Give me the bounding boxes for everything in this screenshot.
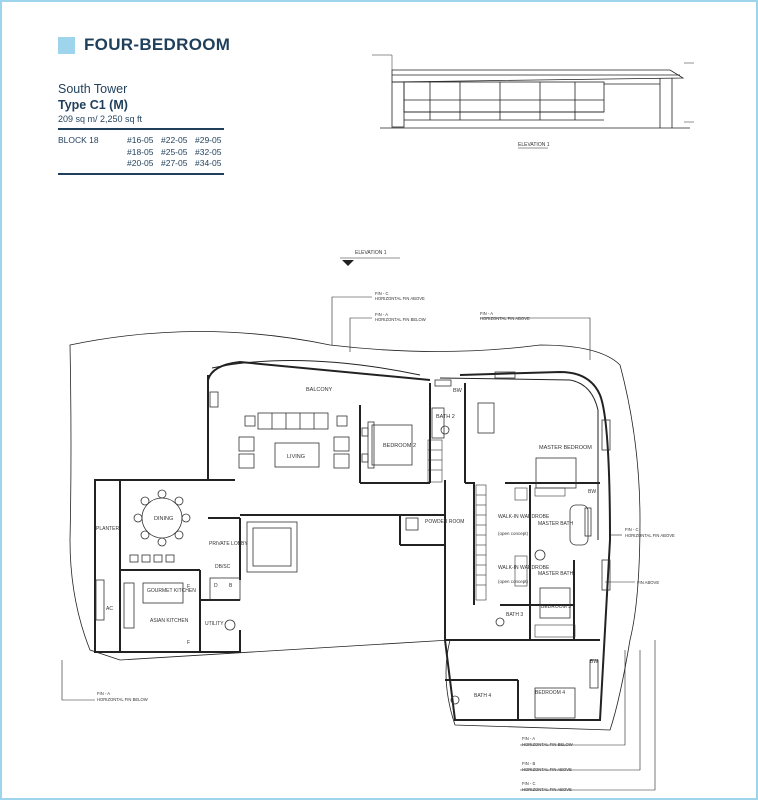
callout-leaders	[61, 296, 656, 791]
bw-label-2: BW	[588, 489, 596, 495]
bw-label: BW	[453, 388, 463, 394]
unit-number: #22-05	[161, 135, 188, 145]
callout-fin-above-right-2: HORIZONTAL FIN ABOVE	[625, 533, 675, 538]
unit-area: 209 sq m/ 2,250 sq ft	[58, 114, 143, 124]
room-label-balcony: BALCONY	[306, 387, 333, 393]
room-label-planter: PLANTER	[96, 526, 119, 532]
room-label-walkin-2: WALK-IN WARDROBE	[498, 565, 550, 571]
callout-fin-a-bottom: FIN - A	[97, 691, 110, 696]
callout-fin-above-top: HORIZONTAL FIN ABOVE	[375, 296, 425, 301]
room-label-bath-4: BATH 4	[474, 693, 491, 699]
room-label-asian-kitchen: ASIAN KITCHEN	[150, 618, 189, 624]
room-label-ac: AC	[106, 606, 113, 612]
divider-bottom	[58, 173, 224, 175]
room-label-bedroom-4: BEDROOM 4	[535, 690, 565, 696]
unit-number: #27-05	[161, 158, 188, 168]
room-label-walkin-1-note: (open concept)	[498, 531, 529, 536]
unit-number: #16-05	[127, 135, 154, 145]
unit-number: #20-05	[127, 158, 154, 168]
callout-fin-a-br: FIN - A	[522, 736, 535, 741]
room-label-db-sc: DB/SC	[215, 564, 231, 570]
furniture	[123, 402, 589, 719]
elevation-caption: ELEVATION 1	[518, 142, 550, 148]
room-label-powder-room: POWDER ROOM	[425, 519, 464, 525]
callout-fin-c-top: FIN - C	[375, 291, 389, 296]
room-label-utility: UTILITY	[205, 621, 224, 627]
callout-fin-a-top: FIN - A	[375, 312, 388, 317]
room-label-bedroom-3: BEDROOM 3	[541, 604, 571, 610]
room-label-gourmet-kitchen: GOURMET KITCHEN	[147, 588, 196, 594]
tower-name: South Tower	[58, 82, 128, 96]
unit-number: #34-05	[195, 158, 222, 168]
room-labels: BALCONY LIVING BEDROOM 2 BATH 2 BW MASTE…	[96, 387, 598, 699]
unit-number: #29-05	[195, 135, 222, 145]
page-title: FOUR-BEDROOM	[84, 35, 231, 54]
elevation-drawing	[372, 54, 694, 129]
room-label-bath-3: BATH 3	[506, 612, 523, 618]
unit-number: #32-05	[195, 146, 222, 157]
section-color-swatch	[58, 37, 75, 54]
room-label-walkin-1: WALK-IN WARDROBE	[498, 514, 550, 520]
b-label: B	[229, 583, 233, 589]
room-label-living: LIVING	[287, 454, 305, 460]
bw-label-3: BW	[590, 659, 598, 665]
room-label-private-lobby: PRIVATE LOBBY	[209, 541, 248, 547]
d-label: D	[214, 583, 218, 589]
room-label-master-bath: MASTER BATH	[538, 521, 574, 527]
room-label-master-bedroom: MASTER BEDROOM	[539, 445, 592, 451]
unit-number: #25-05	[161, 146, 188, 157]
callout-fin-below-br: HORIZONTAL FIN BELOW	[522, 742, 573, 747]
callout-fin-above-right: HORIZONTAL FIN ABOVE	[480, 316, 530, 321]
divider-top	[58, 128, 224, 130]
room-label-bath-2: BATH 2	[436, 414, 455, 420]
callout-fin-below-top: HORIZONTAL FIN BELOW	[375, 317, 426, 322]
callout-fin-b-br: FIN - B	[522, 761, 535, 766]
callout-fin-above-short: FIN ABOVE	[637, 580, 659, 585]
callout-fin-c-right: FIN - C	[625, 527, 639, 532]
slab-outline	[69, 331, 641, 731]
window-marks	[95, 371, 611, 689]
callout-fin-c-br: FIN - C	[522, 781, 536, 786]
f-label-2: F	[187, 640, 190, 646]
f-label: F	[187, 584, 190, 590]
unit-walls	[94, 359, 612, 721]
unit-type: Type C1 (M)	[58, 98, 128, 112]
unit-numbers: #16-05 #22-05 #29-05 #18-05 #25-05 #32-05 #2…	[127, 135, 229, 170]
wardrobe-hatching	[427, 439, 576, 638]
block-label: BLOCK 18	[58, 135, 99, 145]
room-label-dining: DINING	[154, 516, 173, 522]
room-label-master-bath-2: MASTER BATH	[538, 571, 574, 577]
elevation-arrow-icon	[342, 260, 354, 266]
unit-number: #18-05	[127, 146, 154, 157]
callout-fin-below-bottom: HORIZONTAL FIN BELOW	[97, 697, 148, 702]
room-label-bedroom-2: BEDROOM 2	[383, 443, 416, 449]
callout-fin-above-br-2: HORIZONTAL FIN ABOVE	[522, 787, 572, 792]
callout-fin-a-right: FIN - A	[480, 311, 493, 316]
callout-fin-above-br: HORIZONTAL FIN ABOVE	[522, 767, 572, 772]
callout-labels: FIN - C HORIZONTAL FIN ABOVE FIN - A HOR…	[97, 291, 675, 792]
elevation-marker-label: ELEVATION 1	[355, 250, 387, 256]
room-label-walkin-2-note: (open concept)	[498, 579, 529, 584]
